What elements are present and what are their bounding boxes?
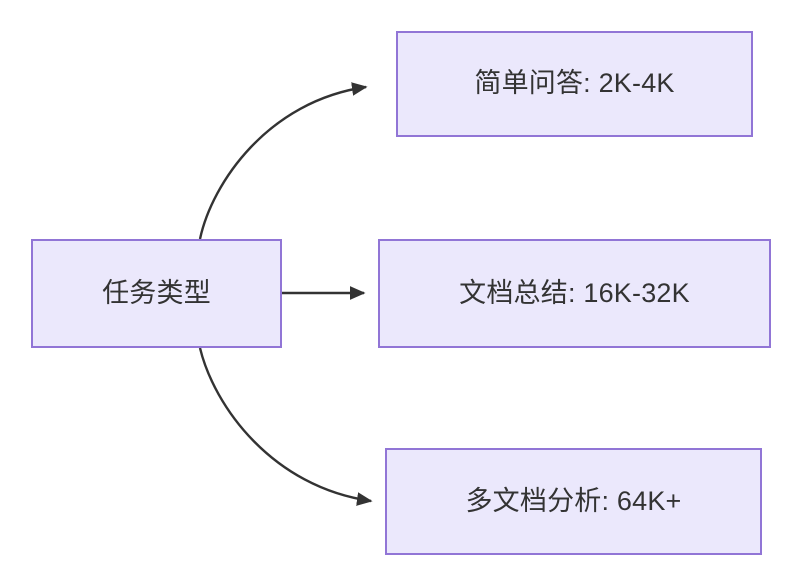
node-multi-doc[interactable]: 多文档分析: 64K+	[385, 448, 762, 555]
edge-root-to-simple-qa	[198, 82, 368, 240]
node-task-type-label: 任务类型	[102, 277, 211, 308]
node-simple-qa[interactable]: 简单问答: 2K-4K	[396, 31, 753, 137]
edge-root-to-multi-doc	[198, 347, 373, 506]
node-doc-summary-label: 文档总结: 16K-32K	[459, 277, 690, 308]
node-task-type[interactable]: 任务类型	[31, 239, 282, 348]
node-multi-doc-label: 多文档分析: 64K+	[465, 485, 682, 516]
node-simple-qa-label: 简单问答: 2K-4K	[474, 68, 675, 99]
node-doc-summary[interactable]: 文档总结: 16K-32K	[378, 239, 771, 348]
